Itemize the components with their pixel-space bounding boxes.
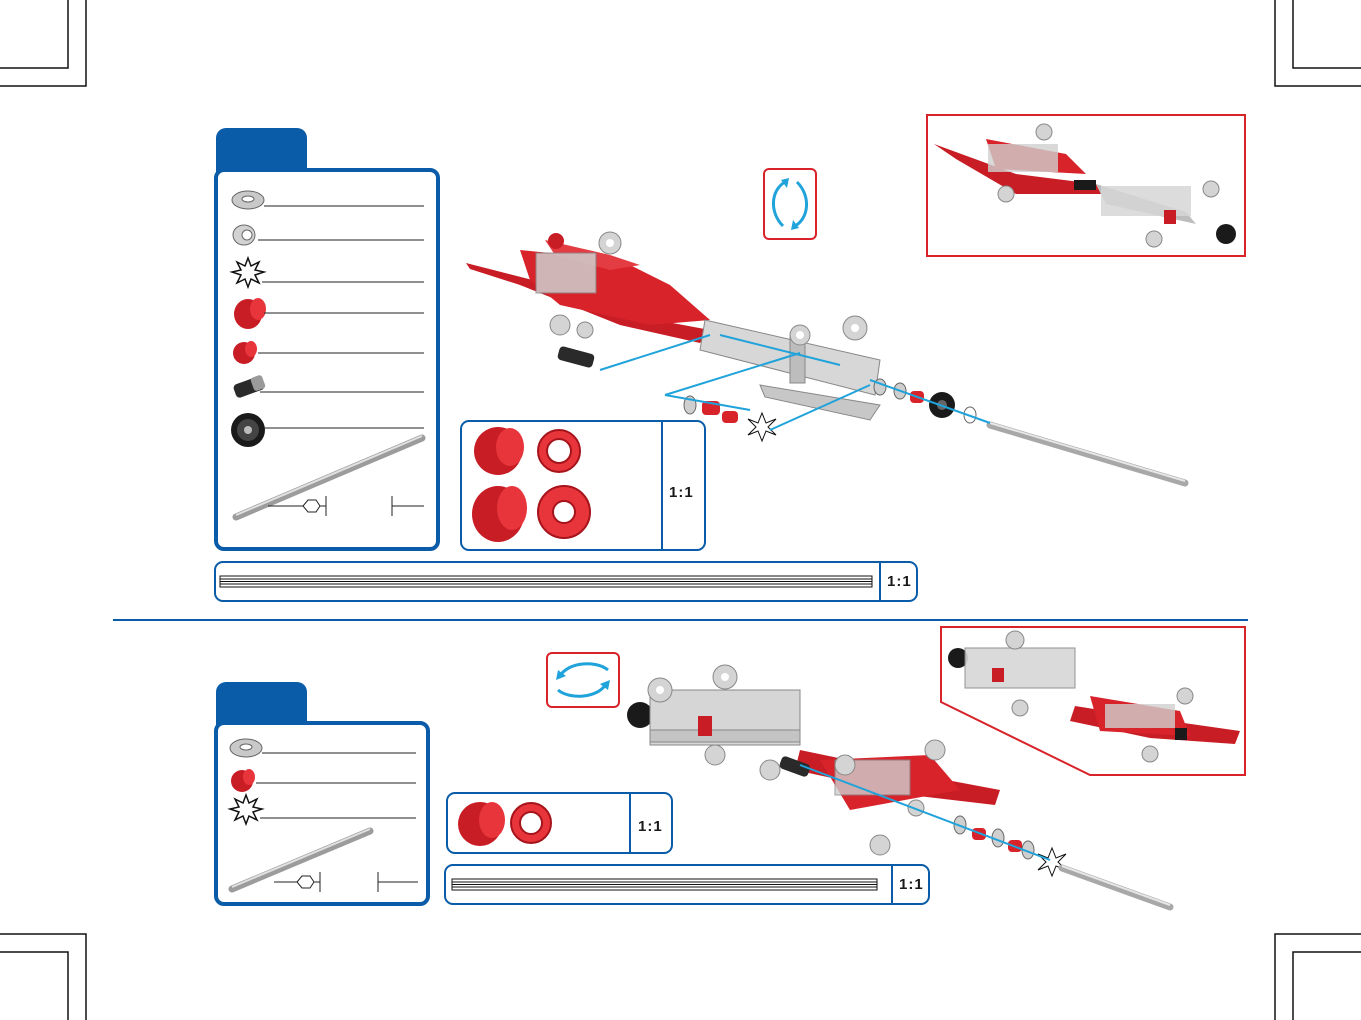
step-number-tab bbox=[216, 682, 307, 726]
pinion-gear-icon bbox=[232, 258, 264, 287]
axle-length-indicator bbox=[274, 872, 418, 892]
parts-list-panel bbox=[214, 721, 430, 906]
parts-list bbox=[214, 168, 440, 551]
washer-icon bbox=[232, 191, 264, 209]
collar-icon bbox=[233, 225, 255, 245]
parts-list bbox=[214, 721, 430, 906]
axle-scale-rod bbox=[214, 561, 918, 602]
small-spacer-icon bbox=[231, 769, 255, 792]
threaded-pinion-icon bbox=[233, 374, 267, 398]
assembly-illustration-bottom bbox=[620, 660, 1180, 920]
step-number-tab bbox=[216, 128, 307, 172]
small-spacer-front-icon bbox=[511, 803, 551, 843]
crown-gear-icon bbox=[231, 413, 265, 447]
washer-icon bbox=[230, 739, 262, 757]
rotate-horizontal-icon bbox=[546, 652, 620, 708]
axle-rod-icon bbox=[236, 436, 422, 517]
small-spacer-icon bbox=[458, 802, 505, 846]
step-divider bbox=[113, 619, 1248, 621]
parts-list-panel bbox=[214, 168, 440, 551]
axle-scale-strip: 1:1 bbox=[214, 561, 918, 602]
assembly-illustration-top bbox=[460, 225, 1220, 525]
rotate-model-box bbox=[546, 652, 620, 708]
small-spacer-icon bbox=[233, 341, 257, 364]
axle-length-indicator bbox=[268, 496, 424, 516]
large-spacer-icon bbox=[234, 298, 266, 329]
scale-ratio-label: 1:1 bbox=[887, 573, 912, 590]
pinion-gear-icon bbox=[230, 795, 262, 824]
